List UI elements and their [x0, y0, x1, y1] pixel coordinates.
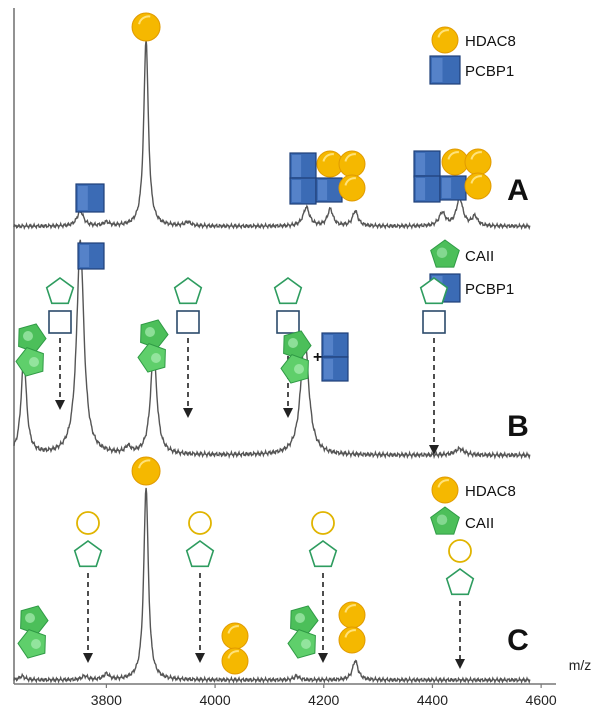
pcbp1-icon [321, 356, 349, 382]
x-tick-label: 4600 [526, 692, 557, 708]
hdac8-icon [441, 148, 469, 176]
open-pentagon-icon [419, 277, 449, 305]
x-axis-label: m/z [569, 657, 592, 673]
spectrum-trace [13, 487, 531, 685]
panel-label: B [507, 410, 529, 443]
caii-icon [430, 239, 460, 268]
legend-label: PCBP1 [465, 63, 514, 80]
dashed-arrow [83, 573, 93, 663]
legend-item: PCBP1 [429, 55, 514, 85]
pentagon-square-complex [173, 277, 203, 418]
legend-label: CAII [465, 515, 494, 532]
x-tick-label: 3800 [91, 692, 122, 708]
pcbp1-icon [413, 150, 441, 178]
panel-label: C [507, 624, 529, 657]
complex-icon [289, 150, 366, 205]
hdac8-icon [431, 476, 459, 504]
legend-item: HDAC8 [431, 26, 516, 54]
open-circle-icon [311, 511, 335, 535]
pcbp1-icon [289, 177, 317, 205]
legend-label: PCBP1 [465, 281, 514, 298]
pcbp1-icon [321, 332, 349, 358]
pentagon-square-complex [45, 277, 75, 410]
hdac8-icon [131, 456, 161, 486]
legend-item: HDAC8 [431, 476, 516, 504]
x-tick-label: 4200 [308, 692, 339, 708]
axes: 3800 4000 4200 4400 4600 m/z [13, 8, 592, 708]
spectrum-trace [13, 40, 531, 231]
legend-label: HDAC8 [465, 483, 516, 500]
legend-item: CAII [430, 506, 494, 535]
pcbp1-icon [413, 175, 441, 203]
pcbp1-icon [315, 177, 343, 203]
open-pentagon-icon [173, 277, 203, 305]
dashed-arrow [455, 601, 465, 669]
pcbp1-icon [439, 175, 467, 201]
open-square-icon [48, 310, 72, 334]
caii-dimer-icon [15, 323, 47, 377]
x-tick-label: 4000 [199, 692, 230, 708]
hdac8-icon [221, 647, 249, 675]
hdac8-icon [431, 26, 459, 54]
circle-pentagon-complex [445, 539, 475, 669]
open-square-icon [422, 310, 446, 334]
hdac8-icon [464, 172, 492, 200]
open-pentagon-icon [308, 540, 338, 568]
dashed-arrow [183, 338, 193, 418]
hdac8-icon [338, 601, 366, 629]
circle-pentagon-complex [308, 511, 338, 663]
caii-icon [430, 506, 460, 535]
open-pentagon-icon [185, 540, 215, 568]
open-circle-icon [188, 511, 212, 535]
panel-B: B CAII PCBP1 [13, 239, 531, 460]
open-pentagon-icon [45, 277, 75, 305]
caii-dimer-icon [287, 605, 319, 659]
plus-sign: + [313, 349, 322, 366]
pcbp1-icon [429, 55, 461, 85]
dashed-arrow [55, 338, 65, 410]
dashed-arrow [318, 573, 328, 663]
x-tick-label: 4400 [417, 692, 448, 708]
circle-pentagon-complex [73, 511, 103, 663]
hdac8-icon [338, 174, 366, 202]
legend-label: HDAC8 [465, 33, 516, 50]
caii-dimer-icon [17, 605, 49, 659]
circle-pentagon-complex [185, 511, 215, 663]
dashed-arrow [429, 338, 439, 455]
hdac8-icon [131, 12, 161, 42]
open-square-icon [176, 310, 200, 334]
spectrum-trace [13, 239, 531, 460]
hdac8-icon [338, 626, 366, 654]
dashed-arrow [195, 573, 205, 663]
legend-label: CAII [465, 248, 494, 265]
hdac8-icon [338, 150, 366, 178]
hdac8-icon [464, 148, 492, 176]
pcbp1-icon [75, 183, 105, 213]
pcbp1-icon [289, 152, 317, 180]
open-circle-icon [76, 511, 100, 535]
open-circle-icon [448, 539, 472, 563]
open-pentagon-icon [273, 277, 303, 305]
complex-icon [413, 148, 492, 203]
hdac8-icon [221, 622, 249, 650]
open-square-icon [276, 310, 300, 334]
annotations: + [15, 12, 492, 675]
pentagon-square-complex [419, 277, 449, 455]
open-pentagon-icon [73, 540, 103, 568]
caii-dimer-icon [280, 330, 312, 384]
panel-label: A [507, 174, 529, 207]
legend-item: CAII [430, 239, 494, 268]
caii-dimer-icon [137, 319, 169, 373]
pcbp1-icon [77, 242, 105, 270]
open-pentagon-icon [445, 568, 475, 596]
